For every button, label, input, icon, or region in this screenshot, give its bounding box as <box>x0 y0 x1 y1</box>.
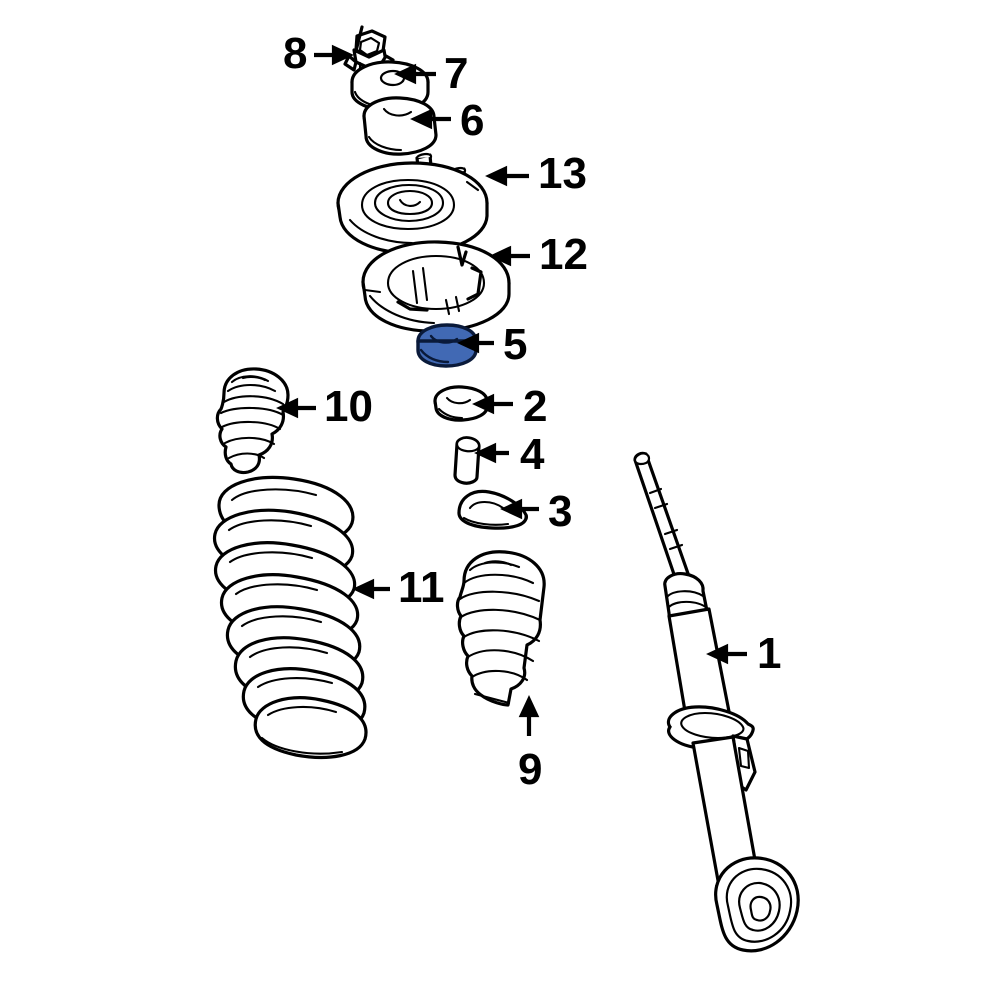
part-4-spacer-collar <box>453 436 481 485</box>
part-6-upper-mount-bushing <box>362 96 438 156</box>
arrow-8 <box>314 44 354 66</box>
callout-label-11: 11 <box>398 563 445 612</box>
arrow-9 <box>518 695 540 736</box>
callout-label-6: 6 <box>460 96 485 145</box>
callout-label-7: 7 <box>444 49 469 98</box>
callout-label-12: 12 <box>539 230 588 279</box>
arrow-10 <box>276 397 316 419</box>
arrow-6 <box>410 108 451 130</box>
part-1-shock-absorber-strut <box>633 451 800 953</box>
arrow-12 <box>489 245 530 267</box>
callout-label-10: 10 <box>324 382 373 431</box>
callout-label-8: 8 <box>283 29 308 78</box>
callout-label-5: 5 <box>503 320 528 369</box>
part-3-dust-cover-cap <box>457 489 528 530</box>
arrow-2 <box>472 393 513 415</box>
arrow-1 <box>706 643 747 665</box>
callout-label-13: 13 <box>538 149 587 198</box>
arrow-13 <box>485 165 529 187</box>
callout-label-1: 1 <box>757 629 782 678</box>
callout-label-4: 4 <box>520 430 545 479</box>
part-12-upper-spring-seat-rubber <box>361 240 511 333</box>
callout-label-3: 3 <box>548 487 573 536</box>
arrow-3 <box>500 498 539 520</box>
part-11-coil-spring <box>212 475 368 760</box>
part-10-bump-stop-bumper <box>215 367 290 475</box>
arrow-5 <box>457 332 494 354</box>
arrow-7 <box>394 63 436 85</box>
callout-label-2: 2 <box>523 382 548 431</box>
callout-arrows <box>276 44 747 736</box>
part-9-dust-boot-bellows <box>455 550 546 707</box>
callout-label-9: 9 <box>518 745 543 794</box>
part-13-strut-mount-assembly <box>336 152 489 255</box>
arrow-4 <box>474 442 509 464</box>
part-2-upper-spring-seat-washer <box>433 385 489 422</box>
arrow-11 <box>352 578 390 600</box>
